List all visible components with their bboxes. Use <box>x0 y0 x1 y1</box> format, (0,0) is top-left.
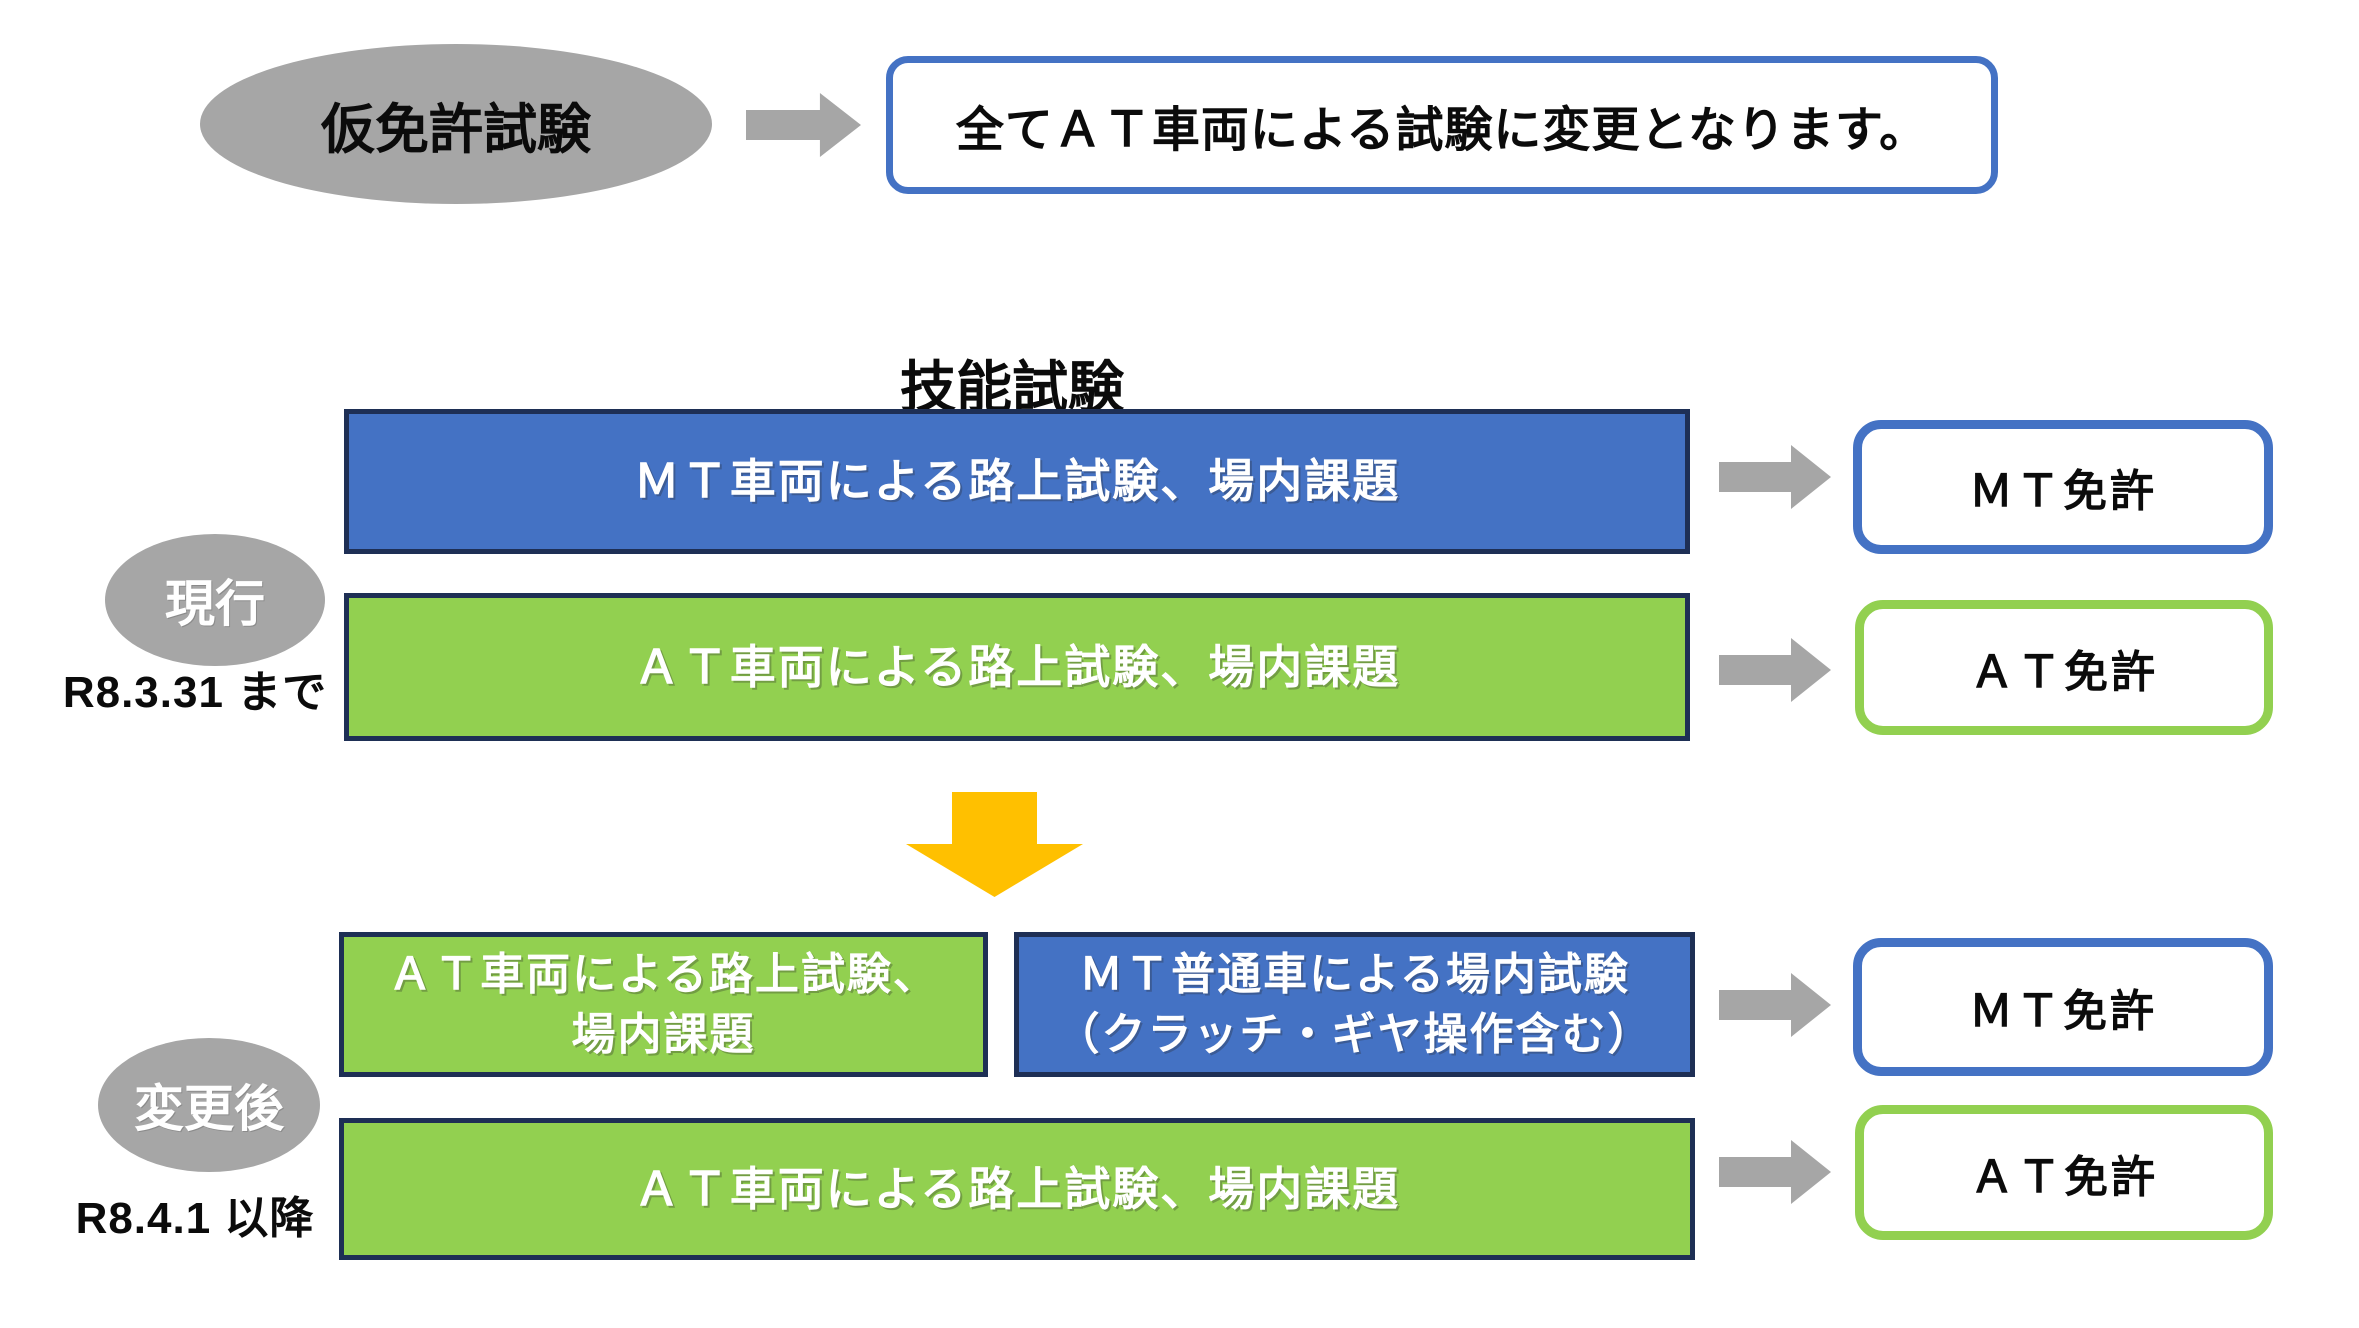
right-arrow-icon <box>1719 445 1831 509</box>
after-mt-license-box: ＭＴ免許 <box>1853 938 2273 1076</box>
after-at-license-box: ＡＴ免許 <box>1855 1105 2273 1240</box>
after-at-license-label: ＡＴ免許 <box>1970 1152 2158 1202</box>
current-mt-test-box: ＭＴ車両による路上試験、場内課題 <box>344 409 1690 554</box>
current-at-license-label: ＡＴ免許 <box>1970 647 2158 697</box>
after-period-label: R8.4.1 以降 <box>75 1194 315 1243</box>
current-mt-license-label: ＭＴ免許 <box>1969 467 2157 516</box>
after-at-test-box: ＡＴ車両による路上試験、場内課題 <box>339 1118 1695 1260</box>
right-arrow-icon <box>1719 973 1831 1037</box>
after-stage-ellipse: 変更後 <box>98 1038 320 1172</box>
current-stage-label: 現行 <box>165 576 265 632</box>
current-mt-test-text: ＭＴ車両による路上試験、場内課題 <box>633 455 1401 508</box>
down-arrow-icon <box>906 792 1083 897</box>
after-at-test-text: ＡＴ車両による路上試験、場内課題 <box>633 1162 1401 1215</box>
announcement-text: 全てＡＴ車両による試験に変更となります。 <box>955 104 1929 157</box>
after-mt-license-label: ＭＴ免許 <box>1969 987 2157 1036</box>
current-at-test-box: ＡＴ車両による路上試験、場内課題 <box>344 593 1690 741</box>
current-at-test-text: ＡＴ車両による路上試験、場内課題 <box>633 640 1401 693</box>
after-mt-at-road-line2: 場内課題 <box>571 1009 756 1059</box>
right-arrow-icon <box>1719 638 1831 702</box>
after-stage-label: 変更後 <box>134 1081 284 1137</box>
provisional-test-label: 仮免許試験 <box>321 99 591 160</box>
current-stage-ellipse: 現行 <box>105 534 325 666</box>
provisional-test-ellipse: 仮免許試験 <box>200 44 712 204</box>
current-period-label: R8.3.31 まで <box>62 668 328 717</box>
after-mt-course-line2: （クラッチ・ギヤ操作含む） <box>1055 1009 1654 1059</box>
announcement-box: 全てＡＴ車両による試験に変更となります。 <box>886 56 1998 194</box>
right-arrow-icon <box>746 93 861 157</box>
after-mt-course-line1: ＭＴ普通車による場内試験 <box>1079 950 1630 1000</box>
right-arrow-icon <box>1719 1140 1831 1204</box>
current-mt-license-box: ＭＴ免許 <box>1853 420 2273 554</box>
after-mt-at-road-box: ＡＴ車両による路上試験、 場内課題 <box>339 932 988 1077</box>
current-at-license-box: ＡＴ免許 <box>1855 600 2273 735</box>
after-mt-at-road-line1: ＡＴ車両による路上試験、 <box>388 950 939 1000</box>
section-title: 技能試験 <box>812 348 1212 420</box>
after-mt-course-box: ＭＴ普通車による場内試験 （クラッチ・ギヤ操作含む） <box>1014 932 1695 1077</box>
